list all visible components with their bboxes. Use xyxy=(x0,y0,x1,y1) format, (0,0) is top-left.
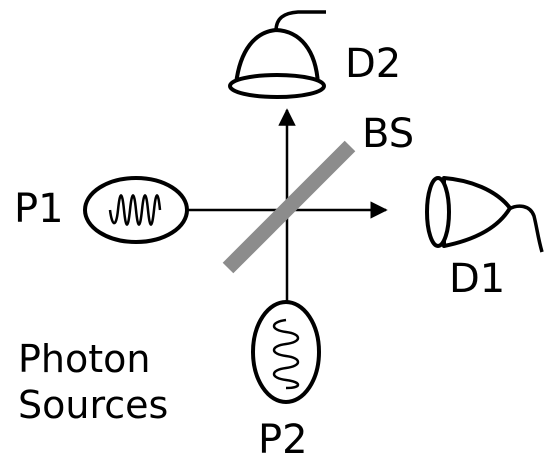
detector-d2-icon xyxy=(228,10,326,99)
wave-vertical-icon xyxy=(272,318,300,390)
label-d2: D2 xyxy=(345,41,402,87)
detector-d1-cable xyxy=(508,204,544,253)
wave-horizontal-icon xyxy=(108,194,162,226)
label-p1: P1 xyxy=(14,186,64,232)
source-p2-icon xyxy=(251,300,321,404)
label-bs: BS xyxy=(362,111,415,157)
beam-splitter xyxy=(222,140,356,274)
detector-d1-icon xyxy=(425,176,544,253)
label-p2: P2 xyxy=(258,417,308,463)
detector-d2-cable xyxy=(274,10,326,32)
label-photon-sources-line2: Sources xyxy=(18,383,169,428)
label-photon-sources: Photon Sources xyxy=(18,336,168,429)
label-d1: D1 xyxy=(449,256,506,302)
source-p1-icon xyxy=(83,176,189,244)
label-photon-sources-line1: Photon xyxy=(18,337,151,381)
